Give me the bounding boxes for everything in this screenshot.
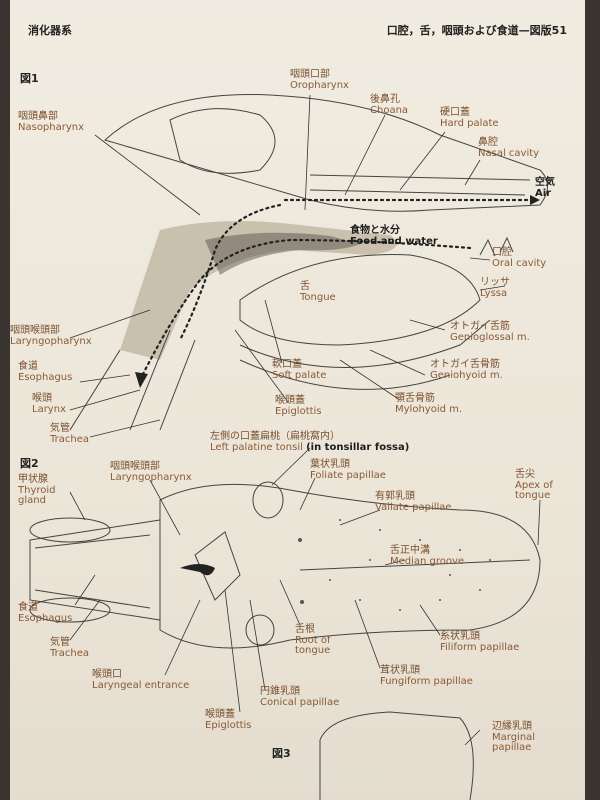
figure-2-label: 図2: [20, 457, 39, 470]
figure-3-label: 図3: [272, 747, 291, 760]
label-left-palatine-tonsil-en: Left palatine tonsil: [210, 441, 303, 453]
label-left-palatine-tonsil: 左側の口蓋扁桃（扁桃窩内） Left palatine tonsil (in t…: [210, 431, 410, 453]
atlas-page: 消化器系 口腔，舌，咽頭および食道—図版51 図1 図2 図3: [10, 0, 585, 800]
figure-1-illustration: [69, 94, 548, 438]
figure-1-label: 図1: [20, 72, 39, 85]
section-header: 消化器系: [28, 24, 72, 37]
plate-title: 口腔，舌，咽頭および食道—図版51: [386, 24, 567, 37]
figure-2-illustration: [29, 447, 541, 800]
label-tonsillar-fossa: (in tonsillar fossa): [306, 441, 410, 453]
